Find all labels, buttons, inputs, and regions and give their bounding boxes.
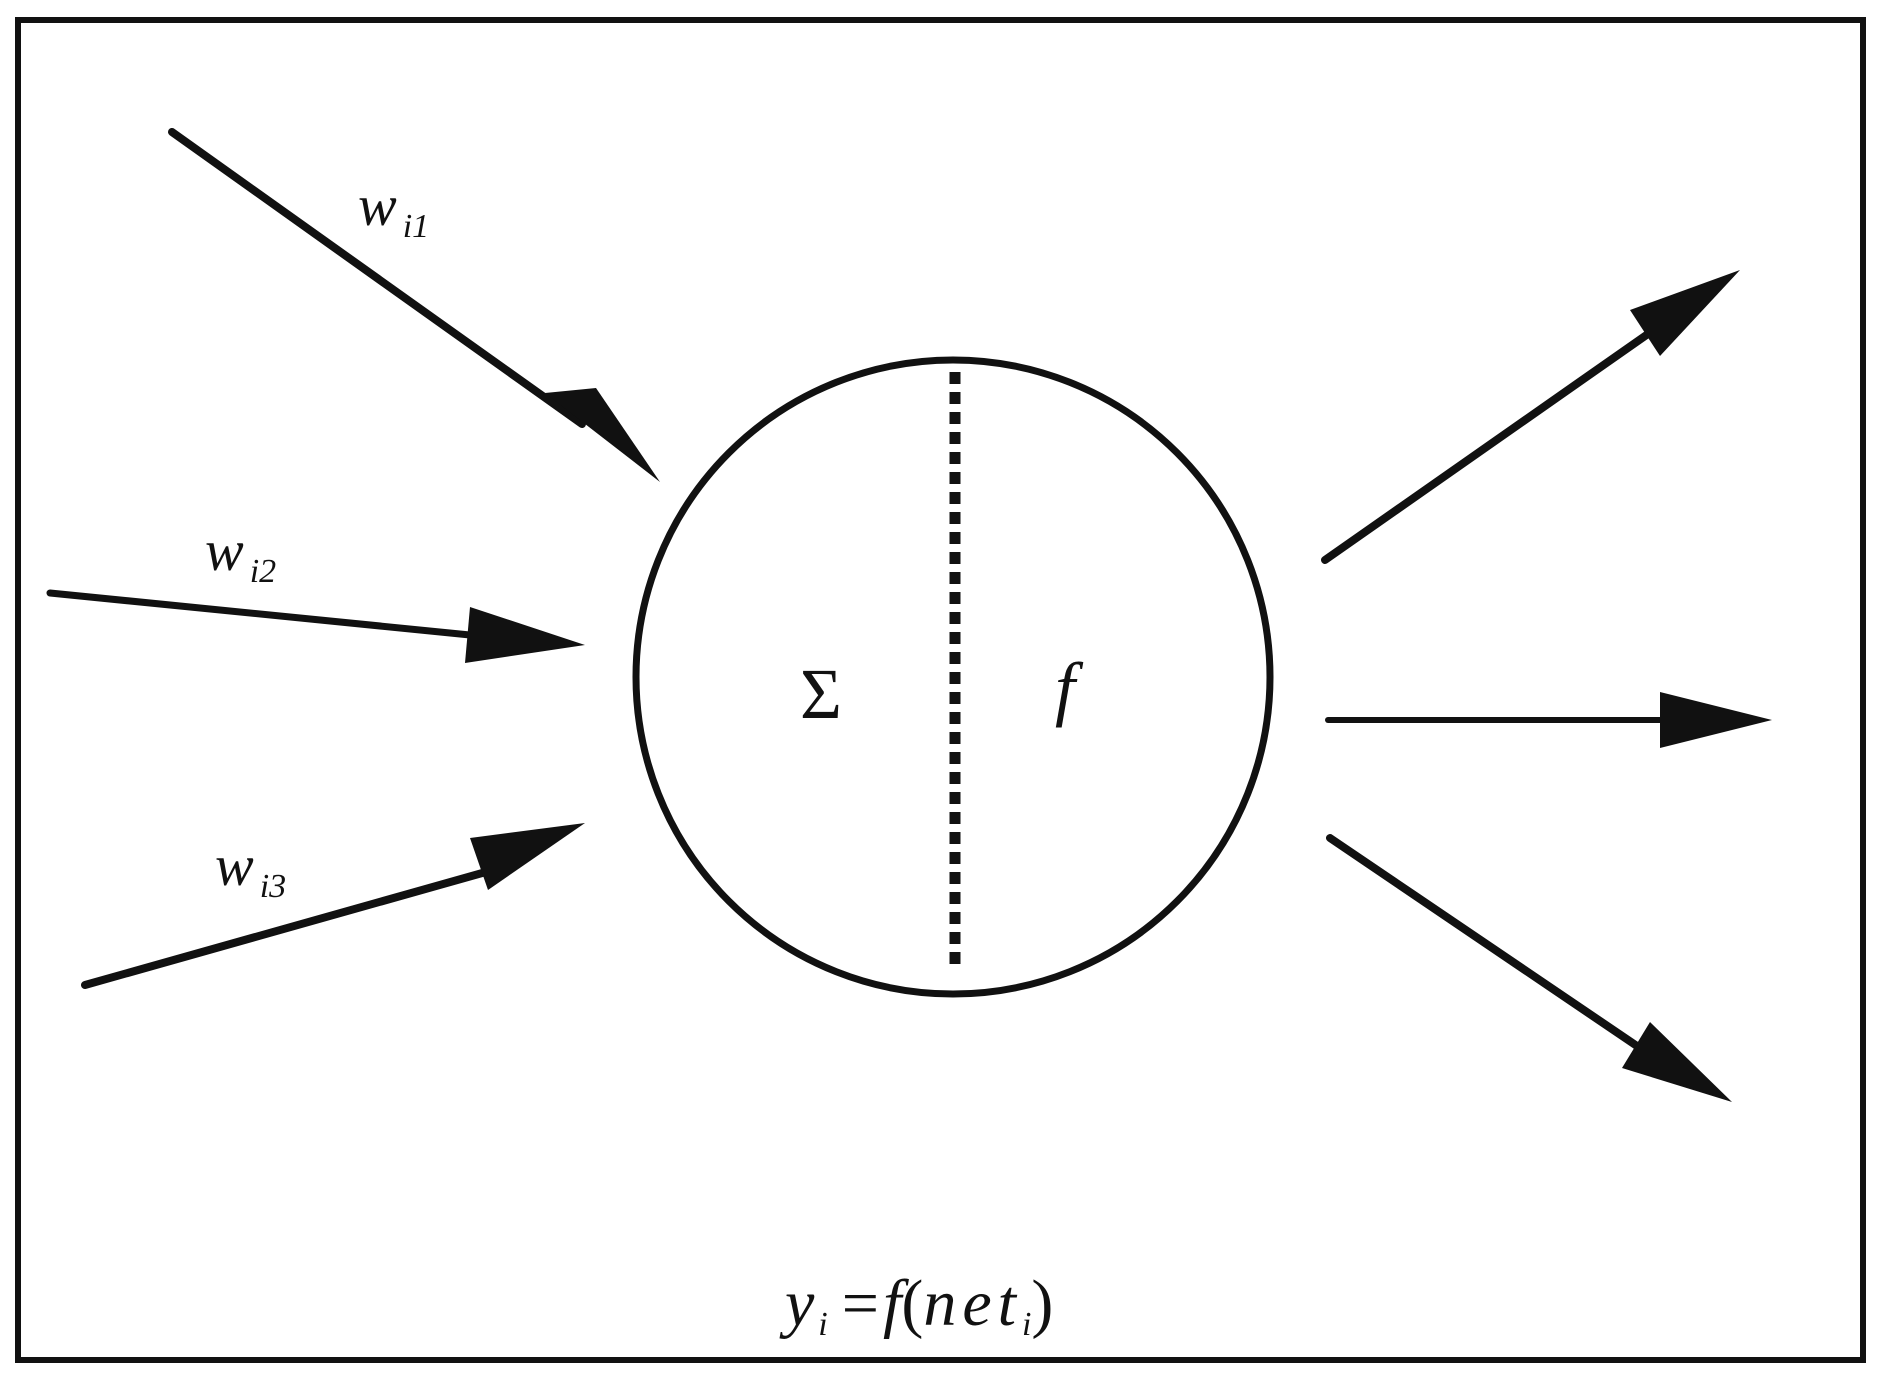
- formula-arg: net: [923, 1267, 1022, 1340]
- output-arrow-2-head-shape: [1660, 692, 1772, 748]
- input-arrow-1: [168, 128, 660, 482]
- weight-label-1-symbol: w: [358, 173, 397, 238]
- weight-label-2-symbol: w: [205, 518, 244, 583]
- weight-label-2-sub: i2: [250, 553, 276, 590]
- weight-label-3-symbol: w: [215, 833, 254, 898]
- weight-label-1-sub: i1: [403, 208, 429, 245]
- output-arrow-1: [1321, 270, 1740, 564]
- output-arrow-2: [1325, 692, 1772, 748]
- weight-label-3-sub: i3: [260, 868, 286, 905]
- formula-lhs-sub: i: [818, 1306, 827, 1343]
- formula-open-paren: (: [901, 1267, 923, 1340]
- neuron-circle: [632, 356, 1274, 998]
- input-arrow-2: [46, 589, 585, 663]
- input-arrow-1-head-shape: [545, 388, 660, 482]
- output-arrow-1-head-shape: [1630, 270, 1740, 356]
- formula-arg-sub: i: [1022, 1306, 1031, 1343]
- formula-equals: =: [842, 1267, 879, 1340]
- input-arrow-3-head-shape: [470, 823, 585, 890]
- activation-symbol: f: [1055, 648, 1084, 728]
- input-arrow-2-head-shape: [465, 607, 585, 663]
- output-arrow-3-head-shape: [1622, 1022, 1732, 1102]
- output-arrow-3: [1326, 834, 1732, 1102]
- formula-lhs: y: [779, 1267, 815, 1340]
- formula-close-paren: ): [1031, 1267, 1053, 1340]
- input-arrow-3: [81, 823, 585, 989]
- sum-symbol: Σ: [800, 654, 842, 734]
- frame-border: [15, 17, 1866, 1363]
